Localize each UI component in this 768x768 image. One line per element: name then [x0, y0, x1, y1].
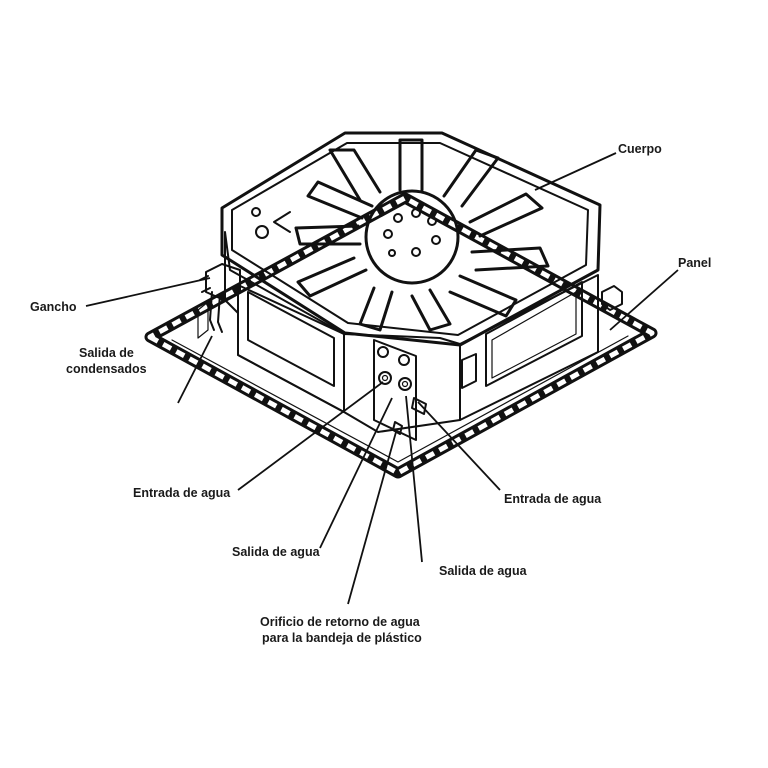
label-condensate-line1: Salida de: [79, 346, 134, 360]
label-return-hole-line1: Orificio de retorno de agua: [260, 615, 421, 629]
top-radial-pattern: [251, 138, 550, 332]
label-hook: Gancho: [30, 300, 77, 314]
label-return-hole-line2: para la bandeja de plástico: [262, 631, 422, 645]
label-water-outlet-left: Salida de agua: [232, 545, 321, 559]
label-water-inlet-right: Entrada de agua: [504, 492, 602, 506]
leader-lines: [85, 152, 679, 605]
label-condensate-line2: condensados: [66, 362, 147, 376]
label-panel: Panel: [678, 256, 711, 270]
label-water-inlet-left: Entrada de agua: [133, 486, 231, 500]
label-body: Cuerpo: [618, 142, 662, 156]
labels: Cuerpo Panel Gancho Salida de condensado…: [30, 142, 711, 645]
label-water-outlet-right: Salida de agua: [439, 564, 528, 578]
